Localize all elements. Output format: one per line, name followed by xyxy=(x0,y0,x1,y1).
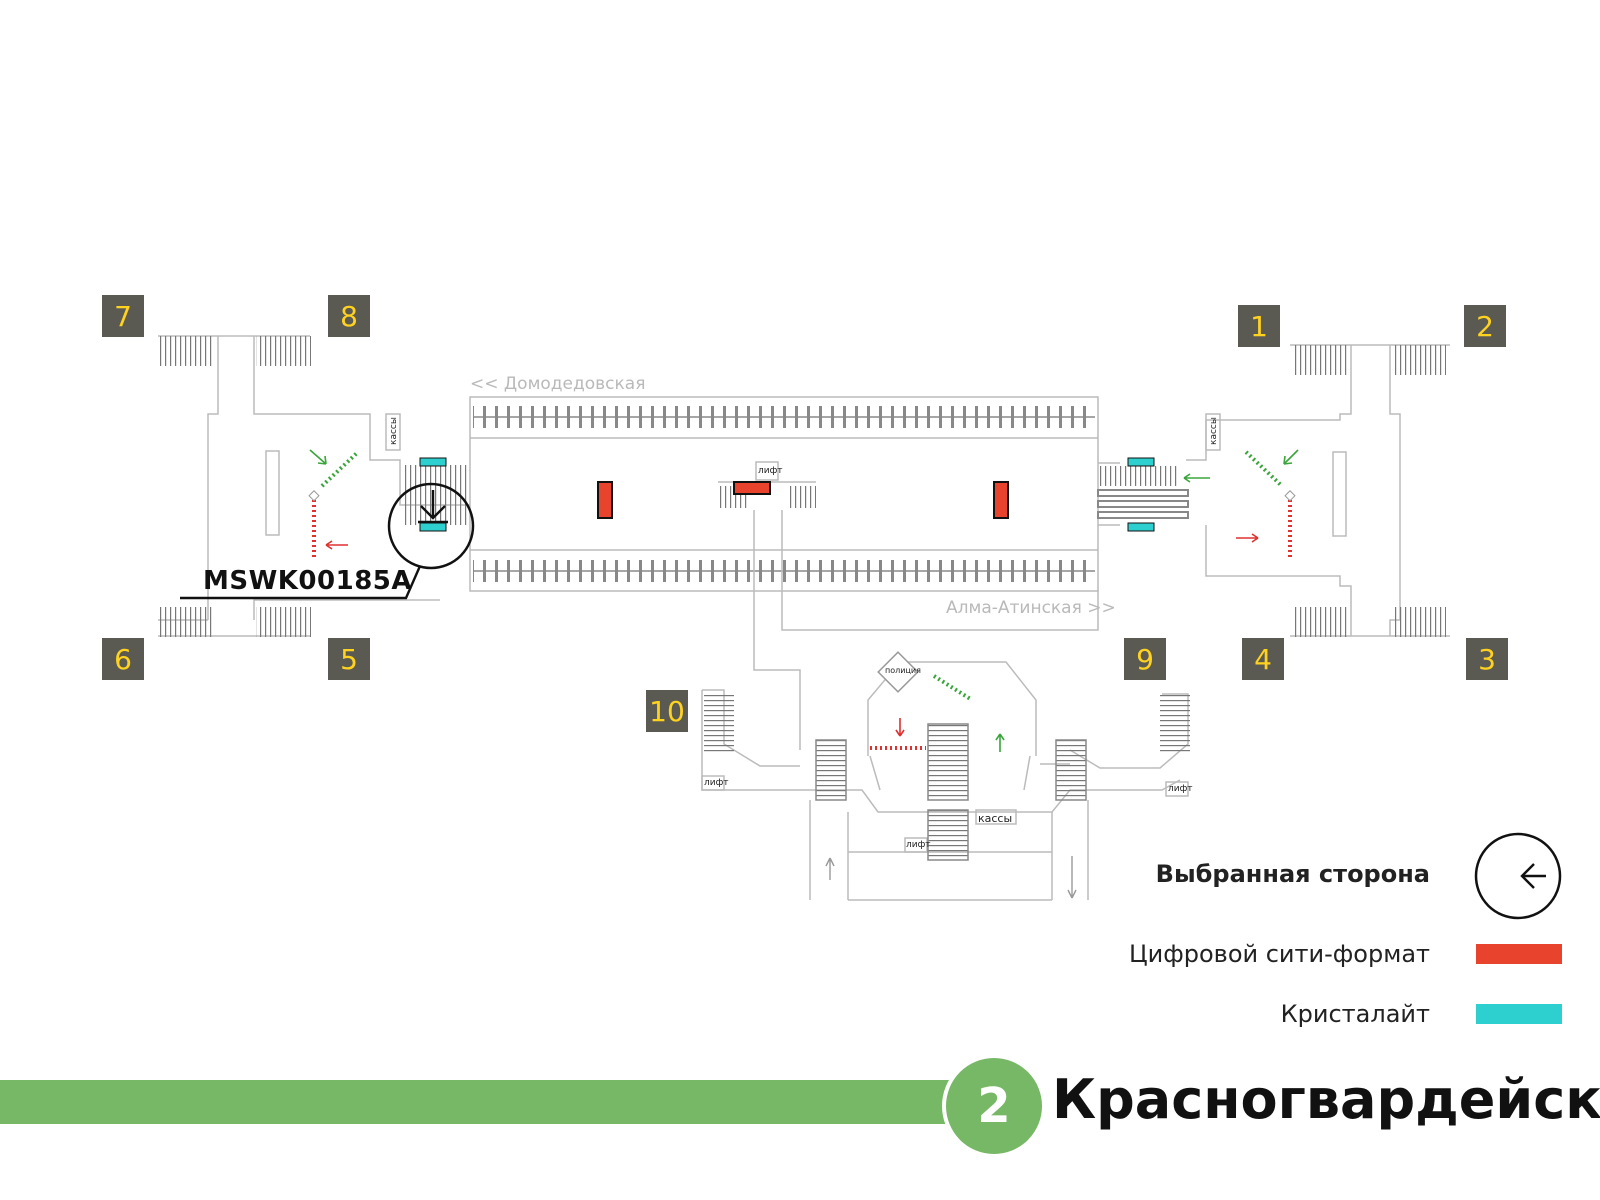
arrow-up-icon xyxy=(825,857,835,880)
exit-9: 9 xyxy=(1124,638,1166,680)
stairs-exit-4 xyxy=(1295,607,1347,637)
exit-10: 10 xyxy=(646,690,688,732)
digital-city-3 xyxy=(733,481,771,495)
lift-lower-center: лифт xyxy=(906,840,931,850)
lower-escalators xyxy=(815,723,1087,861)
police-booth xyxy=(877,651,919,693)
turnstiles-left-green xyxy=(320,450,360,488)
turnstiles-lower-green xyxy=(932,674,974,702)
exit-1: 1 xyxy=(1238,305,1280,347)
stairs-exit-5 xyxy=(256,607,311,637)
selected-code: MSWK00185A xyxy=(203,566,413,596)
legend-digital-city-swatch xyxy=(1476,944,1562,964)
exit-7: 7 xyxy=(102,295,144,337)
arrow-left-green-icon xyxy=(309,449,327,465)
arrow-left-icon xyxy=(1520,863,1546,889)
exit-3: 3 xyxy=(1466,638,1508,680)
legend-crystalight: Кристалайт xyxy=(1280,1000,1430,1028)
stairs-right-platform xyxy=(1098,466,1180,486)
police-label: полиция xyxy=(885,666,921,675)
kassy-right: кассы xyxy=(1208,417,1219,445)
turnstiles-right-green xyxy=(1244,450,1284,488)
stairs-exit-10 xyxy=(704,694,734,754)
arrow-lower-red-icon xyxy=(895,718,905,737)
exit-8: 8 xyxy=(328,295,370,337)
digital-city-2 xyxy=(993,481,1009,519)
exit-6: 6 xyxy=(102,638,144,680)
exit-5: 5 xyxy=(328,638,370,680)
stairs-exit-7 xyxy=(158,336,213,366)
digital-city-1 xyxy=(597,481,613,519)
arrow-down-lower-icon xyxy=(1067,856,1077,899)
selected-placement-marker[interactable] xyxy=(387,482,475,570)
crystalight-3 xyxy=(1127,457,1155,467)
stairs-exit-1 xyxy=(1295,345,1347,375)
exit-4: 4 xyxy=(1242,638,1284,680)
legend-selected-side-icon xyxy=(1474,832,1562,920)
direction-top: << Домодедовская xyxy=(470,374,646,394)
arrow-right-red-icon xyxy=(1236,533,1259,543)
legend-crystalight-swatch xyxy=(1476,1004,1562,1024)
direction-bottom: Алма-Атинская >> xyxy=(946,598,1116,618)
stairs-center-right xyxy=(788,486,816,508)
crystalight-1 xyxy=(419,457,447,467)
escalators-right xyxy=(1097,489,1189,519)
arrow-right-green-icon xyxy=(1283,449,1299,465)
stairs-exit-3 xyxy=(1394,607,1446,637)
legend-digital-city: Цифровой сити-формат xyxy=(1129,940,1430,968)
lift-center: лифт xyxy=(758,466,783,476)
callout-line xyxy=(180,565,422,600)
kassy-lower: кассы xyxy=(978,812,1013,825)
lift-lower-left: лифт xyxy=(704,778,729,788)
line-number-badge: 2 xyxy=(942,1054,1046,1158)
legend-selected-side: Выбранная сторона xyxy=(1155,860,1430,888)
arrow-down-icon xyxy=(418,490,448,524)
stairs-exit-8 xyxy=(256,336,311,366)
arrow-lower-green-icon xyxy=(995,733,1005,752)
exit-2: 2 xyxy=(1464,305,1506,347)
crystalight-2 xyxy=(419,522,447,532)
line-bar xyxy=(0,1080,950,1124)
crystalight-4 xyxy=(1127,522,1155,532)
station-name: Красногвардейская xyxy=(1052,1068,1600,1131)
arrow-left-red-icon xyxy=(325,540,348,550)
arrow-right-entry-green-icon xyxy=(1183,473,1210,483)
stairs-exit-9 xyxy=(1160,694,1190,754)
lift-lower-right: лифт xyxy=(1168,784,1193,794)
stairs-exit-6 xyxy=(158,607,213,637)
stairs-exit-2 xyxy=(1394,345,1446,375)
kassy-left: кассы xyxy=(388,417,399,445)
